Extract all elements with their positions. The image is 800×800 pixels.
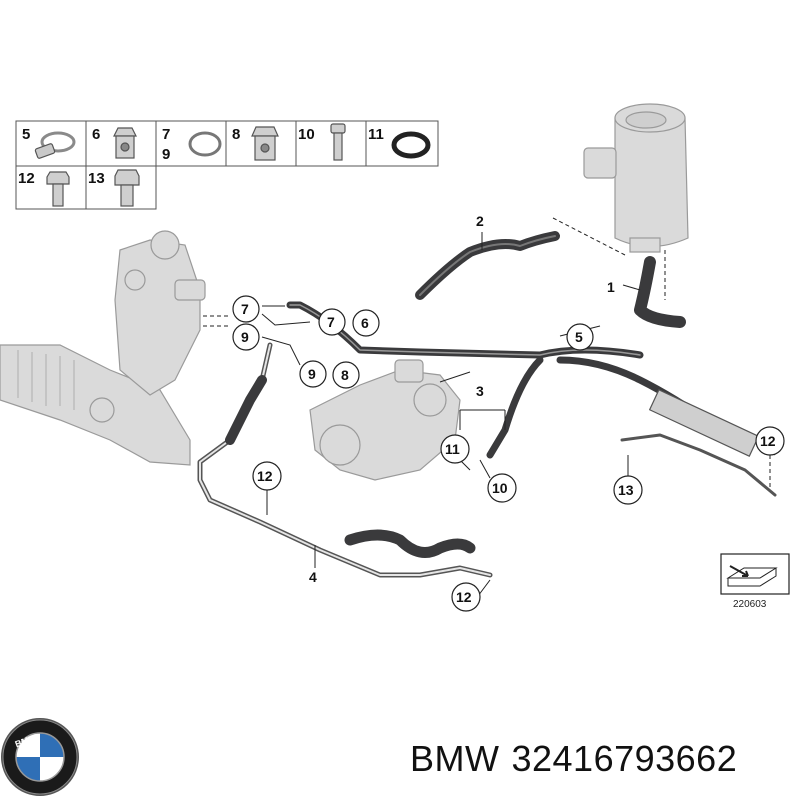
o-ring-icon xyxy=(391,131,431,159)
svg-text:12: 12 xyxy=(760,433,776,449)
callout-label: 2 xyxy=(476,213,484,229)
callout-circle: 8 xyxy=(332,361,360,389)
svg-text:7: 7 xyxy=(327,314,335,330)
callout-circle: 9 xyxy=(232,323,260,351)
legend-number: 7 xyxy=(162,126,170,143)
callout-circle: 12 xyxy=(252,461,282,491)
banjo-bolt-icon xyxy=(113,127,137,159)
reference-box: 220603 xyxy=(720,553,790,610)
callout-circle: 9 xyxy=(299,360,327,388)
svg-text:7: 7 xyxy=(241,301,249,317)
svg-text:6: 6 xyxy=(361,315,369,331)
svg-text:9: 9 xyxy=(241,329,249,345)
arrow-icon xyxy=(729,565,749,577)
hose-lines xyxy=(197,231,777,578)
legend-number: 5 xyxy=(22,126,30,143)
hex-bolt-icon xyxy=(114,169,140,207)
legend-number: 9 xyxy=(162,146,170,163)
hose-clamp-icon xyxy=(34,131,76,159)
svg-text:5: 5 xyxy=(575,329,583,345)
callout-circle: 6 xyxy=(352,309,380,337)
svg-text:11: 11 xyxy=(445,441,460,457)
callout-circle: 12 xyxy=(755,426,785,456)
legend-number: 10 xyxy=(298,126,315,143)
callout-circle: 7 xyxy=(232,295,260,323)
fluid-reservoir xyxy=(583,103,689,253)
legend-number: 6 xyxy=(92,126,100,143)
callout-label: 4 xyxy=(309,569,317,585)
svg-text:10: 10 xyxy=(492,480,508,496)
bolt-icon xyxy=(330,123,346,161)
banjo-bolt-icon xyxy=(251,126,279,161)
reference-code: 220603 xyxy=(733,599,767,610)
callout-circle: 5 xyxy=(566,323,594,351)
callout-label: 1 xyxy=(607,279,615,295)
leader-lines xyxy=(203,217,771,488)
legend-number: 8 xyxy=(232,126,240,143)
callout-label: 3 xyxy=(476,383,484,399)
svg-text:9: 9 xyxy=(308,366,316,382)
callout-circle: 12 xyxy=(451,582,481,612)
part-number: 32416793662 xyxy=(511,738,738,779)
brand-part-line: BMW 32416793662 xyxy=(410,738,737,780)
steering-rack xyxy=(0,230,206,466)
callout-circle: 10 xyxy=(487,473,517,503)
callout-circle: 11 xyxy=(440,434,470,464)
legend-number: 13 xyxy=(88,170,105,187)
legend-number: 12 xyxy=(18,170,35,187)
callouts: 1 2 3 4 5 6 7 7 8 9 9 xyxy=(232,213,785,612)
power-steering-pump xyxy=(309,359,461,481)
hex-bolt-icon xyxy=(46,171,70,207)
callout-circle: 13 xyxy=(613,475,643,505)
sealing-ring-icon xyxy=(188,131,222,157)
bmw-logo: BMW xyxy=(1,718,79,796)
parts-legend-table: 5 6 7 9 8 10 11 12 13 xyxy=(15,120,439,210)
legend-number: 11 xyxy=(368,126,384,143)
brand-name: BMW xyxy=(410,738,500,779)
svg-text:8: 8 xyxy=(341,367,349,383)
callout-circle: 7 xyxy=(318,308,346,336)
svg-text:12: 12 xyxy=(257,468,273,484)
svg-text:13: 13 xyxy=(618,482,634,498)
svg-text:12: 12 xyxy=(456,589,472,605)
